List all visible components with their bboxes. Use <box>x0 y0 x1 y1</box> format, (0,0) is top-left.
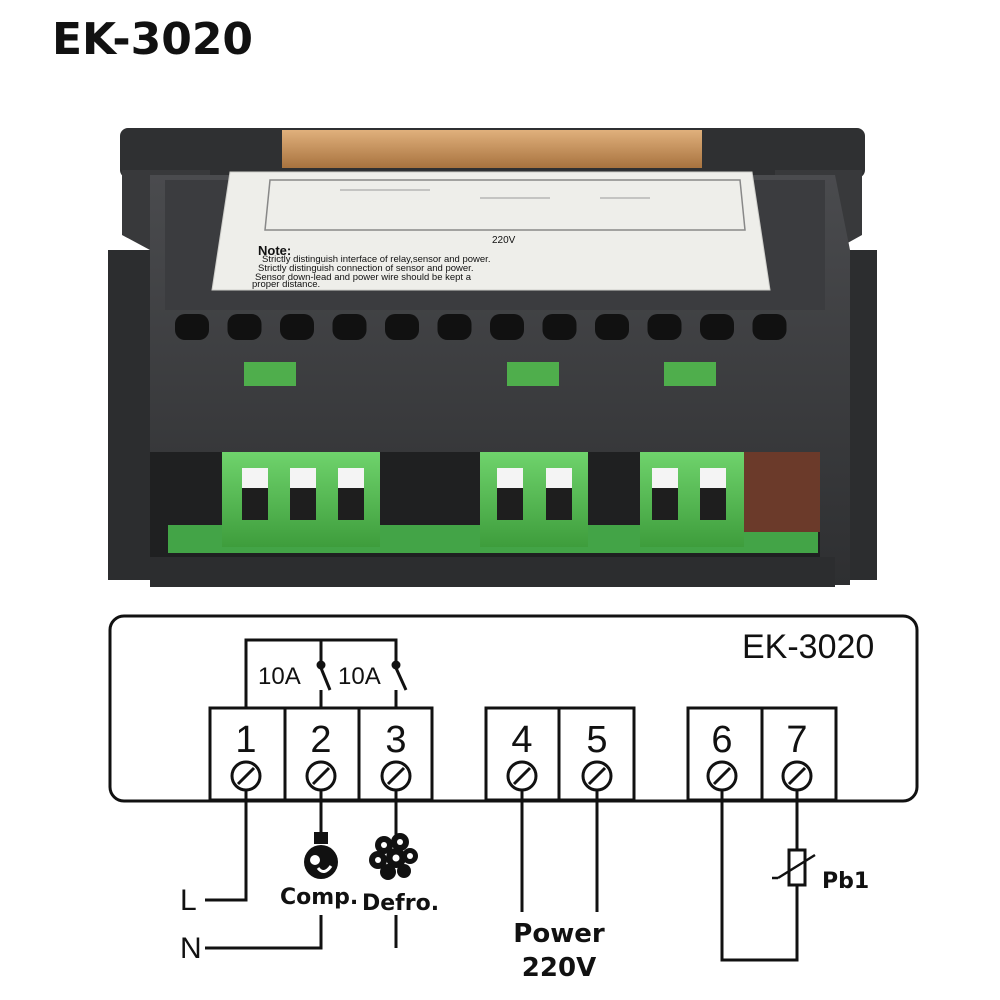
label-line-1: Strictly distinguish interface of relay,… <box>262 254 490 265</box>
side-rail-left <box>108 250 150 580</box>
terminal-slot-opening <box>497 468 523 488</box>
screw-hole <box>595 314 629 340</box>
wiring-diagram <box>108 614 919 962</box>
terminal-screw-slot <box>587 766 607 786</box>
terminal-slot-opening <box>290 468 316 488</box>
relay-1-switch <box>319 667 332 691</box>
terminal-number-7: 7 <box>786 719 807 761</box>
terminal-slot-opening <box>242 468 268 488</box>
label-line-4: proper distance. <box>252 279 320 290</box>
screw-hole <box>280 314 314 340</box>
screw-hole <box>437 314 472 340</box>
diagram-model-label: EK-3020 <box>742 628 874 666</box>
neutral-label: N <box>180 932 202 965</box>
power-voltage-label: 220V <box>522 953 596 983</box>
latch-middle <box>507 362 559 386</box>
screw-hole <box>752 314 787 340</box>
terminal-number-6: 6 <box>711 719 732 761</box>
wire-L <box>205 790 248 902</box>
screw-hole <box>175 314 209 340</box>
terminal-number-4: 4 <box>511 719 532 761</box>
terminal-screw-slot <box>712 766 732 786</box>
terminal-screw-slot <box>311 766 331 786</box>
screw-hole-row <box>175 314 787 340</box>
terminal-number-5: 5 <box>586 719 607 761</box>
label-power-text: 220V <box>492 235 516 246</box>
compressor-icon <box>304 832 338 879</box>
housing-bottom <box>150 557 835 587</box>
terminal-number-1: 1 <box>235 719 256 761</box>
screw-hole <box>647 314 682 340</box>
latch-left <box>244 362 296 386</box>
label-line-3: Sensor down-lead and power wire should b… <box>255 272 472 283</box>
relay-2-node <box>391 660 401 670</box>
terminal-slots <box>242 468 726 520</box>
terminal-slot-opening <box>652 468 678 488</box>
latch-right <box>664 362 716 386</box>
wire-N <box>205 915 323 950</box>
defrost-label: Defro. <box>362 891 439 916</box>
screw-hole <box>227 314 262 340</box>
wiring-label-sticker: 220V Note: Strictly distinguish interfac… <box>211 171 771 291</box>
screw-hole <box>700 314 734 340</box>
screw-hole <box>490 314 524 340</box>
power-label: Power <box>513 919 605 949</box>
terminal-slot-screw <box>700 488 726 520</box>
defrost-icon <box>369 833 418 880</box>
copper-strip <box>282 130 702 168</box>
sensor-label: Pb1 <box>822 869 869 894</box>
terminal-screws <box>230 760 813 792</box>
page-title: EK-3020 <box>52 14 254 65</box>
terminal-slot-screw <box>652 488 678 520</box>
terminal-slot-screw <box>338 488 364 520</box>
terminal-slot-opening <box>546 468 572 488</box>
terminal-slot-screw <box>497 488 523 520</box>
label-note-heading: Note: <box>258 243 291 258</box>
relay-1-node <box>316 660 326 670</box>
terminal-slot-screw <box>242 488 268 520</box>
terminal-slot-opening <box>700 468 726 488</box>
screw-hole <box>385 314 419 340</box>
relay-2-switch <box>394 667 408 691</box>
line-label: L <box>180 884 197 917</box>
terminal-screw-slot <box>386 766 406 786</box>
screw-hole <box>332 314 367 340</box>
terminal-screw-slot <box>787 766 807 786</box>
wire-sensor-loop <box>720 790 799 962</box>
pcb-component <box>742 452 820 532</box>
terminal-screw-slot <box>236 766 256 786</box>
terminal-screw-slot <box>512 766 532 786</box>
label-line-2: Strictly distinguish connection of senso… <box>258 263 473 274</box>
relay-2-rating: 10A <box>338 663 381 690</box>
terminal-slot-screw <box>290 488 316 520</box>
product-photo: 220V Note: Strictly distinguish interfac… <box>108 128 877 587</box>
terminal-number-3: 3 <box>385 719 406 761</box>
terminal-slot-opening <box>338 468 364 488</box>
compressor-label: Comp. <box>280 885 358 910</box>
screw-hole <box>542 314 577 340</box>
terminal-slot-screw <box>546 488 572 520</box>
terminal-number-2: 2 <box>310 719 331 761</box>
relay-1-rating: 10A <box>258 663 301 690</box>
